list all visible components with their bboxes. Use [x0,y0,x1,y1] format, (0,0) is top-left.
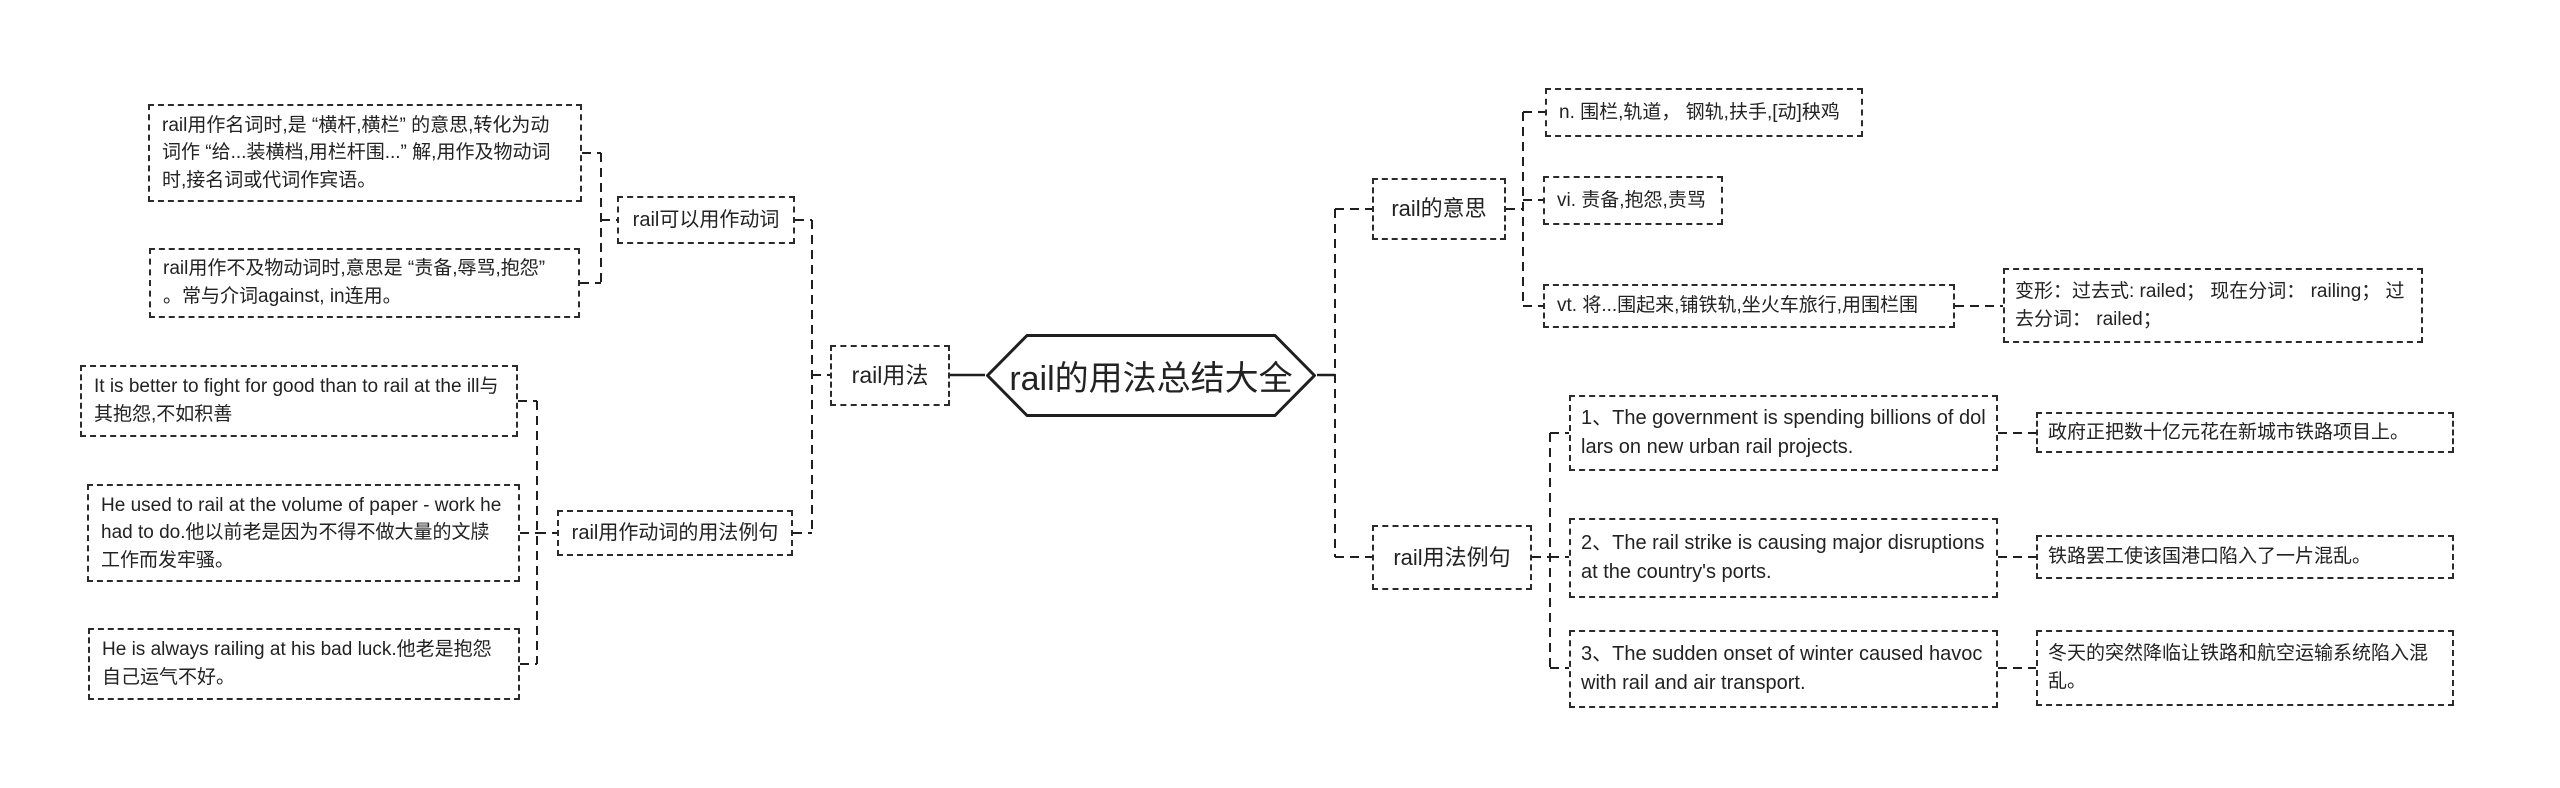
meaning-text: vt. 将...围起来,铺铁轨,坐火车旅行,用围栏围 [1557,295,1919,317]
example-zh-text: 铁路罢工使该国港口陷入了一片混乱。 [2048,546,2372,568]
example-text: He used to rail at the volume of paper -… [101,494,502,571]
verb-example-sentence-1: It is better to fight for good than to r… [80,365,518,437]
verb-example-sentence-3: He is always railing at his bad luck.他老是… [88,628,520,700]
note-text: rail用作不及物动词时,意思是 “责备,辱骂,抱怨” 。常与介词against… [163,258,546,307]
example-en-text: 2、The rail strike is causing major disru… [1581,532,1985,583]
branch-rail-as-verb: rail可以用作动词 [617,196,795,244]
inflection-note: 变形：过去式: railed； 现在分词： railing； 过去分词： rai… [2003,268,2423,343]
meaning-text: vi. 责备,抱怨,责骂 [1557,189,1706,211]
example-text: He is always railing at his bad luck.他老是… [102,639,492,688]
root-label: rail用法 [851,361,929,388]
central-topic: rail的用法总结大全 [985,333,1317,418]
verb-example-sentence-2: He used to rail at the volume of paper -… [87,484,520,582]
note-rail-as-noun: rail用作名词时,是 “横杆,横栏” 的意思,转化为动词作 “给...装横档,… [148,104,582,202]
example-text: It is better to fight for good than to r… [94,376,499,425]
central-topic-title: rail的用法总结大全 [1009,360,1293,398]
hexagon-shape [986,334,1316,417]
example-en-text: 1、The government is spending billions of… [1581,407,1986,458]
meaning-vt: vt. 将...围起来,铺铁轨,坐火车旅行,用围栏围 [1543,284,1955,328]
example-zh-text: 政府正把数十亿元花在新城市铁路项目上。 [2048,421,2410,443]
note-rail-as-intransitive: rail用作不及物动词时,意思是 “责备,辱骂,抱怨” 。常与介词against… [149,248,580,318]
meaning-noun: n. 围栏,轨道， 钢轨,扶手,[动]秧鸡 [1545,88,1863,137]
meaning-text: n. 围栏,轨道， 钢轨,扶手,[动]秧鸡 [1559,101,1840,123]
root-node-rail-usage: rail用法 [830,345,950,406]
usage-example-3-en: 3、The sudden onset of winter caused havo… [1569,630,1998,708]
branch-label: rail可以用作动词 [632,208,780,231]
branch-label: rail用作动词的用法例句 [571,521,779,544]
usage-example-1-en: 1、The government is spending billions of… [1569,395,1998,471]
inflection-text: 变形：过去式: railed； 现在分词： railing； 过去分词： rai… [2015,280,2405,330]
example-zh-text: 冬天的突然降临让铁路和航空运输系统陷入混乱。 [2048,643,2429,692]
usage-example-3-zh: 冬天的突然降临让铁路和航空运输系统陷入混乱。 [2036,630,2454,706]
branch-label: rail用法例句 [1393,544,1511,570]
branch-label: rail的意思 [1391,196,1487,222]
meaning-vi: vi. 责备,抱怨,责骂 [1543,176,1723,225]
example-en-text: 3、The sudden onset of winter caused havo… [1581,643,1983,694]
usage-example-1-zh: 政府正把数十亿元花在新城市铁路项目上。 [2036,412,2454,453]
usage-example-2-zh: 铁路罢工使该国港口陷入了一片混乱。 [2036,535,2454,579]
branch-rail-usage-examples: rail用法例句 [1372,525,1532,590]
branch-rail-meaning: rail的意思 [1372,178,1506,240]
branch-verb-example-sentences: rail用作动词的用法例句 [557,510,793,556]
usage-example-2-en: 2、The rail strike is causing major disru… [1569,518,1998,598]
note-text: rail用作名词时,是 “横杆,横栏” 的意思,转化为动词作 “给...装横档,… [162,114,551,191]
